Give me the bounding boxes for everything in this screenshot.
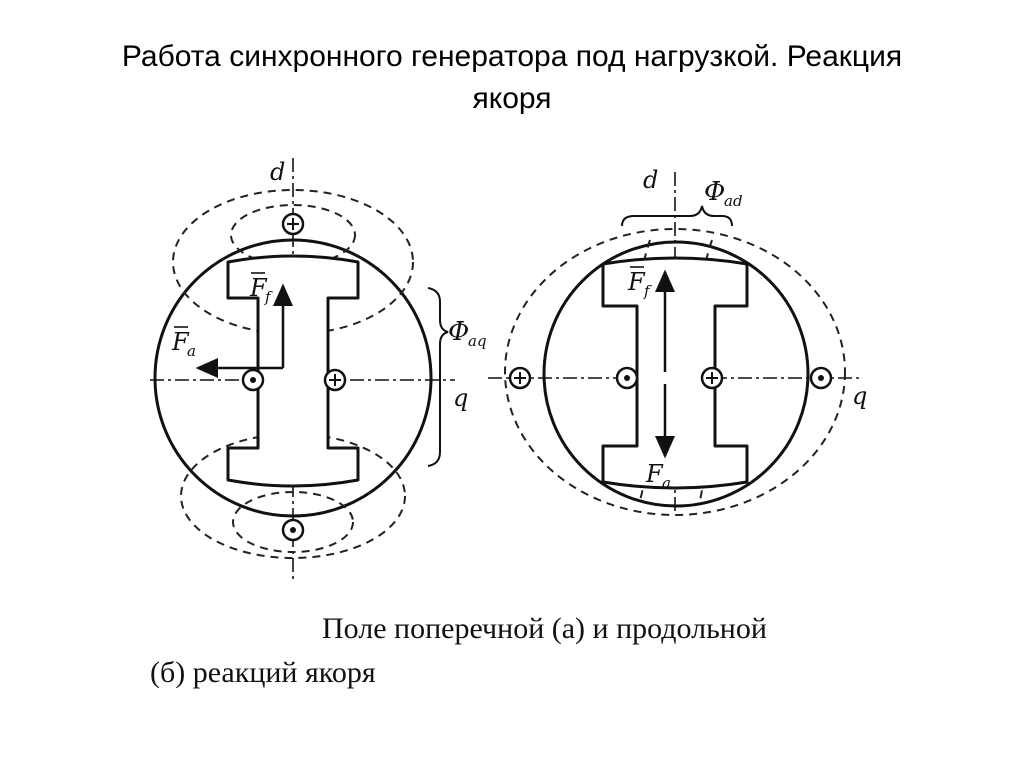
caption-line-1: Поле поперечной (а) и продольной	[322, 612, 767, 645]
svg-text:f: f	[264, 288, 273, 306]
label-fa-b: F a	[645, 460, 671, 492]
label-q-a: q	[453, 384, 468, 412]
flux-loop-bottom-inner-a	[232, 491, 354, 553]
label-fa-a: F a	[171, 326, 196, 360]
conductor-dot-center-a	[241, 368, 265, 392]
svg-text:aq: aq	[468, 332, 487, 350]
flux-loop-top-outer-a	[172, 189, 414, 335]
rotor-pole-b	[601, 256, 749, 490]
diagram-b: d q F f F a Φ ad	[488, 166, 867, 516]
conductor-plus-inner-b	[700, 366, 724, 390]
svg-text:f: f	[643, 282, 652, 300]
svg-text:Φ: Φ	[448, 317, 469, 347]
svg-text:Φ: Φ	[704, 177, 725, 207]
svg-text:ad: ad	[724, 192, 743, 210]
diagram-a: d q F f F a Φ aq	[150, 158, 487, 580]
stator-circle-b	[542, 240, 810, 508]
svg-text:F: F	[627, 268, 646, 296]
label-d-a: d	[270, 158, 285, 186]
flux-brace-a	[427, 287, 449, 467]
label-ff-b: F f	[627, 266, 652, 300]
conductor-plus-left-b	[508, 366, 532, 390]
stator-circle-a	[153, 238, 433, 518]
caption-line-2: (б) реакций якоря	[150, 656, 376, 689]
label-q-b: q	[852, 382, 867, 410]
svg-text:a: a	[187, 342, 196, 360]
conductor-plus-center-a	[323, 368, 347, 392]
title-line-1: Работа синхронного генератора под нагруз…	[121, 40, 903, 73]
rotor-pole-a	[226, 254, 360, 488]
label-ff-a: F f	[249, 272, 273, 306]
conductor-dot-inner-b	[615, 366, 639, 390]
flux-loop-bottom-outer-a	[180, 433, 406, 559]
slide-title: Работа синхронного генератора под нагруз…	[40, 36, 984, 120]
label-d-b: d	[643, 166, 658, 194]
label-flux-ad: Φ ad	[704, 177, 743, 210]
label-flux-aq: Φ aq	[448, 317, 487, 350]
title-line-2: якоря	[472, 82, 552, 115]
flux-outer-b	[504, 228, 846, 516]
svg-text:F: F	[645, 460, 664, 488]
conductor-dot-bottom-a	[281, 518, 305, 542]
conductor-dot-right-b	[809, 366, 833, 390]
svg-text:F: F	[171, 328, 190, 356]
flux-brace-b	[621, 205, 733, 227]
conductor-plus-top-a	[281, 212, 305, 236]
svg-text:a: a	[662, 474, 671, 492]
svg-text:F: F	[249, 274, 268, 302]
